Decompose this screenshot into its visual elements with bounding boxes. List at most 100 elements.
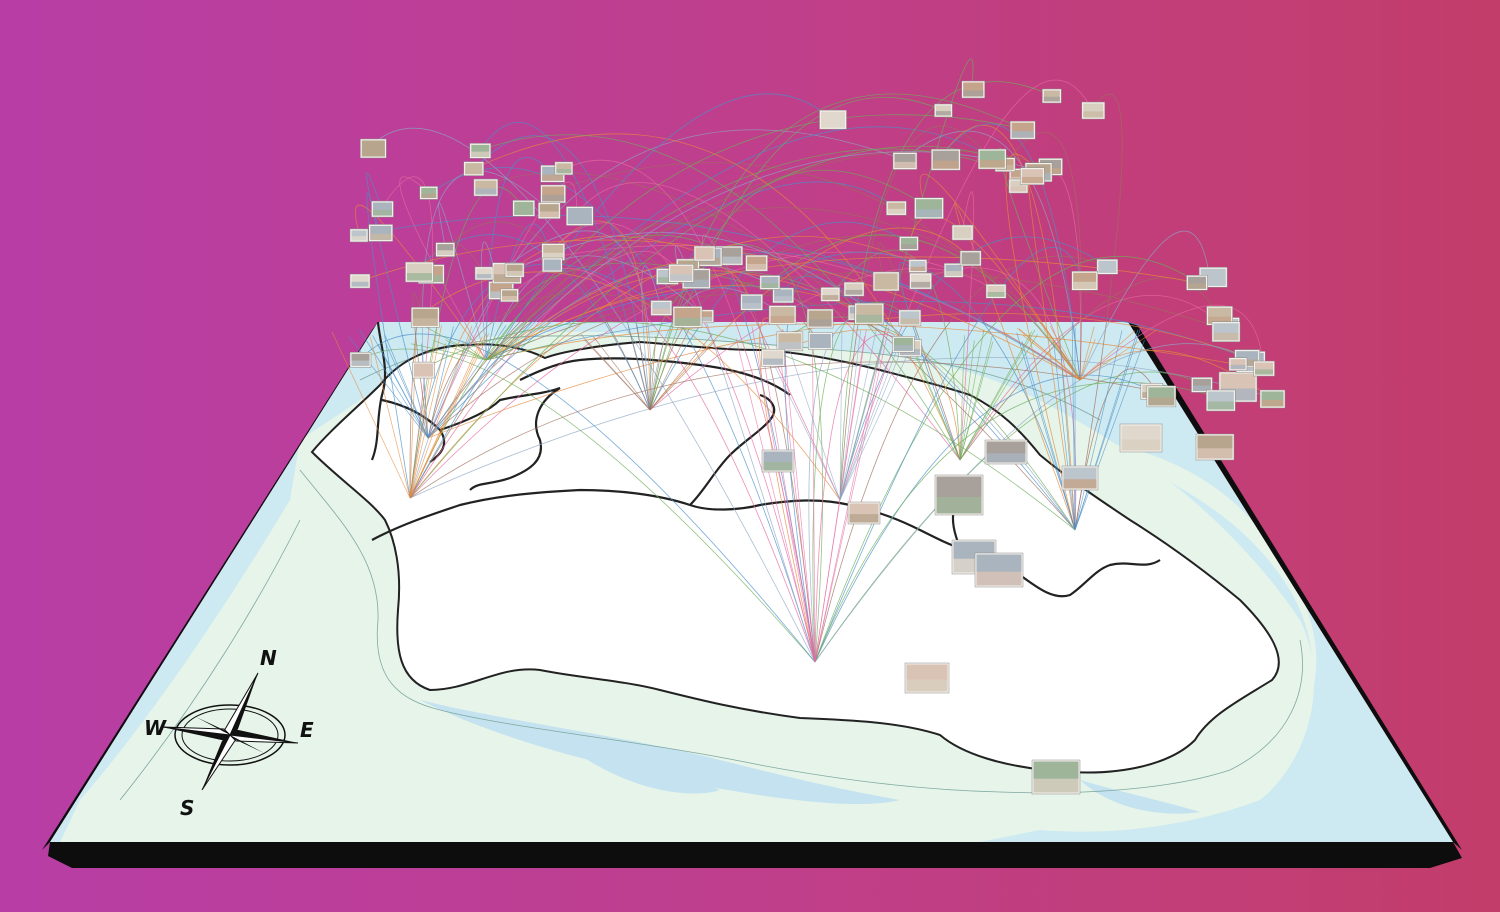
floating-photo-thumbnail[interactable]	[566, 206, 594, 226]
floating-photo-thumbnail[interactable]	[349, 228, 369, 243]
map-photo-marker[interactable]	[1061, 465, 1099, 491]
connection-line	[1079, 230, 1210, 381]
floating-photo-thumbnail[interactable]	[772, 287, 794, 304]
floating-photo-thumbnail[interactable]	[909, 272, 932, 290]
floating-photo-thumbnail[interactable]	[931, 148, 961, 171]
floating-photo-thumbnail[interactable]	[951, 224, 974, 241]
connection-line	[427, 235, 706, 439]
floating-photo-thumbnail[interactable]	[1259, 389, 1286, 409]
map-photo-marker[interactable]	[904, 662, 950, 694]
connection-line	[1074, 330, 1123, 531]
floating-photo-thumbnail[interactable]	[672, 306, 703, 328]
floating-photo-thumbnail[interactable]	[541, 243, 565, 261]
floating-photo-thumbnail[interactable]	[371, 200, 394, 218]
floating-photo-thumbnail[interactable]	[1146, 385, 1177, 408]
floating-photo-thumbnail[interactable]	[512, 200, 535, 217]
floating-photo-thumbnail[interactable]	[908, 259, 928, 273]
floating-photo-thumbnail[interactable]	[1211, 321, 1241, 343]
floating-photo-thumbnail[interactable]	[715, 245, 743, 266]
floating-photo-thumbnail[interactable]	[934, 103, 953, 118]
floating-photo-thumbnail[interactable]	[435, 242, 455, 257]
map-photo-marker[interactable]	[1031, 759, 1081, 795]
floating-photo-thumbnail[interactable]	[1253, 360, 1275, 377]
floating-photo-thumbnail[interactable]	[899, 236, 919, 251]
floating-photo-thumbnail[interactable]	[776, 331, 804, 352]
floating-photo-thumbnail[interactable]	[961, 80, 985, 99]
floating-photo-thumbnail[interactable]	[843, 281, 865, 297]
floating-photo-thumbnail[interactable]	[349, 273, 371, 289]
floating-photo-thumbnail[interactable]	[898, 309, 922, 327]
floating-photo-thumbnail[interactable]	[914, 197, 944, 219]
floating-photo-thumbnail[interactable]	[740, 293, 763, 311]
floating-photo-thumbnail[interactable]	[808, 332, 833, 350]
connection-line	[959, 334, 1038, 461]
floating-photo-thumbnail[interactable]	[759, 275, 781, 290]
floating-photo-thumbnail[interactable]	[768, 305, 797, 325]
map-photo-marker[interactable]	[984, 439, 1028, 465]
floating-photo-thumbnail[interactable]	[542, 257, 563, 273]
floating-photo-thumbnail[interactable]	[1096, 259, 1119, 275]
floating-photo-thumbnail[interactable]	[349, 352, 372, 368]
map-photo-marker[interactable]	[934, 474, 984, 516]
floating-photo-thumbnail[interactable]	[886, 200, 907, 216]
connection-line	[580, 334, 651, 411]
floating-photo-thumbnail[interactable]	[872, 271, 900, 292]
floating-photo-thumbnail[interactable]	[554, 161, 574, 176]
floating-photo-thumbnail[interactable]	[412, 361, 435, 379]
map-photo-marker[interactable]	[974, 552, 1024, 588]
floating-photo-thumbnail[interactable]	[500, 288, 519, 303]
floating-photo-thumbnail[interactable]	[538, 202, 561, 219]
floating-photo-thumbnail[interactable]	[1009, 120, 1036, 140]
floating-photo-thumbnail[interactable]	[405, 261, 434, 283]
floating-photo-thumbnail[interactable]	[892, 336, 915, 353]
floating-photo-thumbnail[interactable]	[368, 224, 393, 242]
compass-rose-icon: N E S W	[144, 646, 314, 820]
connection-line	[649, 169, 925, 411]
floating-photo-thumbnail[interactable]	[419, 186, 438, 200]
map-photo-marker[interactable]	[1195, 433, 1235, 461]
connection-line	[1004, 132, 1082, 381]
connection-line	[433, 340, 487, 361]
floating-photo-thumbnail[interactable]	[806, 308, 834, 329]
connection-line	[409, 325, 442, 499]
floating-photo-thumbnail[interactable]	[943, 263, 964, 278]
floating-photo-thumbnail[interactable]	[411, 307, 440, 328]
connection-line	[1079, 339, 1096, 381]
floating-photo-thumbnail[interactable]	[985, 284, 1007, 299]
floating-photo-thumbnail[interactable]	[693, 245, 716, 262]
floating-photo-thumbnail[interactable]	[977, 148, 1007, 170]
connection-line	[1059, 335, 1076, 531]
floating-photo-thumbnail[interactable]	[469, 143, 492, 159]
floating-photo-thumbnail[interactable]	[1042, 88, 1062, 104]
connection-line	[1074, 329, 1139, 531]
floating-photo-thumbnail[interactable]	[1206, 306, 1233, 326]
floating-photo-thumbnail[interactable]	[745, 254, 768, 272]
floating-photo-thumbnail[interactable]	[474, 266, 494, 281]
floating-photo-thumbnail[interactable]	[1206, 389, 1236, 412]
map-photo-marker[interactable]	[761, 449, 795, 473]
connection-line	[959, 335, 965, 461]
map-photo-marker[interactable]	[1119, 423, 1163, 453]
floating-photo-thumbnail[interactable]	[854, 302, 884, 325]
floating-photo-thumbnail[interactable]	[504, 262, 525, 278]
floating-photo-thumbnail[interactable]	[1081, 101, 1106, 120]
floating-photo-thumbnail[interactable]	[540, 184, 566, 204]
floating-photo-thumbnail[interactable]	[892, 152, 918, 170]
connection-line	[959, 329, 985, 461]
map-photo-marker[interactable]	[847, 501, 881, 525]
connection-line	[485, 157, 551, 361]
floating-photo-thumbnail[interactable]	[360, 138, 387, 159]
floating-photo-thumbnail[interactable]	[819, 109, 847, 130]
floating-photo-thumbnail[interactable]	[1228, 357, 1248, 371]
floating-photo-thumbnail[interactable]	[473, 178, 499, 197]
floating-photo-thumbnail[interactable]	[959, 250, 982, 267]
floating-photo-thumbnail[interactable]	[668, 264, 694, 283]
floating-photo-thumbnail[interactable]	[761, 348, 785, 367]
floating-photo-thumbnail[interactable]	[1020, 167, 1045, 185]
floating-photo-thumbnail[interactable]	[1186, 275, 1208, 291]
floating-photo-thumbnail[interactable]	[1071, 271, 1098, 291]
floating-photo-thumbnail[interactable]	[463, 161, 484, 176]
floating-photo-thumbnail[interactable]	[1191, 377, 1213, 393]
floating-photo-thumbnail[interactable]	[820, 287, 841, 302]
floating-photo-thumbnail[interactable]	[650, 300, 673, 316]
